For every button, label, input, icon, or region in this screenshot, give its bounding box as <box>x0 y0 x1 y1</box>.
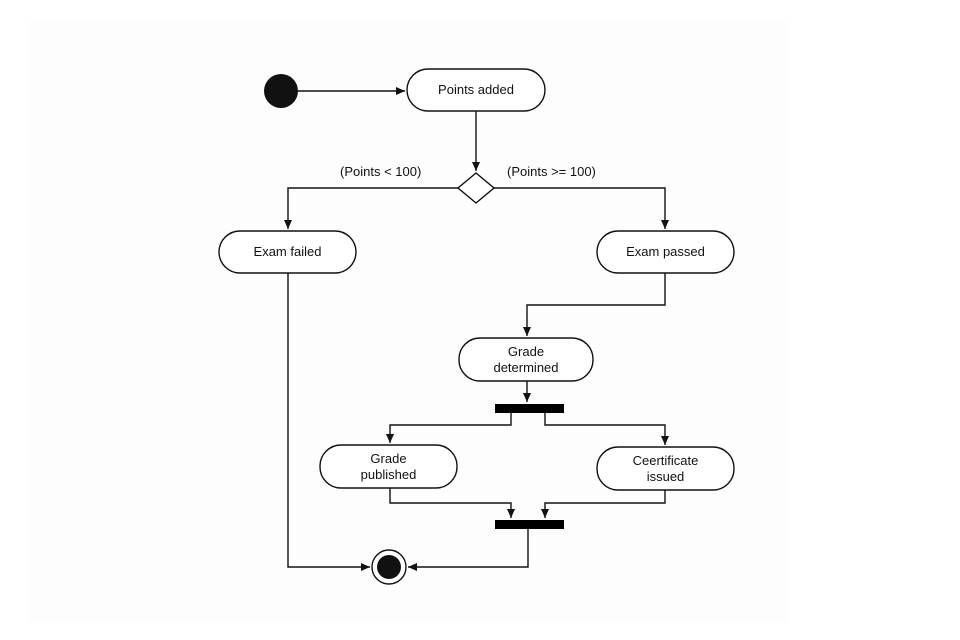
edge-fork-to-certificate <box>544 413 669 445</box>
edge-failed-to-final <box>287 273 370 571</box>
edge-passed-to-grade-determined <box>523 273 666 336</box>
edge-published-to-join <box>389 488 515 518</box>
final-node-core <box>377 555 401 579</box>
activity-exam-failed <box>218 230 357 274</box>
edge-decision-to-passed <box>494 187 669 229</box>
activity-exam-passed <box>596 230 735 274</box>
activity-points-added <box>406 68 546 112</box>
diagram-panel <box>28 22 788 622</box>
edge-certificate-to-join <box>541 490 666 518</box>
edge-join-to-final <box>408 529 529 571</box>
activity-grade-published <box>319 444 458 489</box>
edge-decision-to-failed <box>284 187 458 229</box>
initial-node <box>264 74 298 108</box>
fork-bar <box>495 404 564 413</box>
decision-node <box>456 172 496 204</box>
guard-fail: (Points < 100) <box>340 164 422 179</box>
edge-fork-to-published <box>386 413 512 443</box>
join-bar <box>495 520 564 529</box>
activity-grade-determined <box>458 337 594 382</box>
activity-certificate-issued <box>596 446 735 491</box>
guard-pass: (Points >= 100) <box>507 164 596 179</box>
